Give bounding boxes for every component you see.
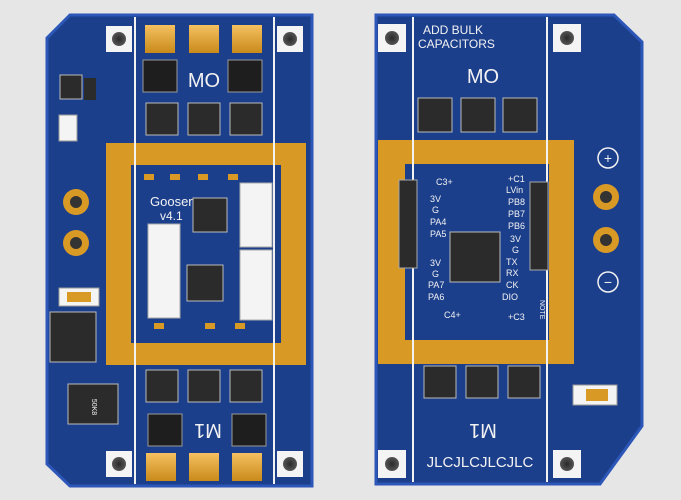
minus-icon: − [597, 271, 619, 293]
plus-symbol: + [604, 150, 612, 166]
pin-label: C3+ [436, 177, 453, 187]
mounting-hole-icon [553, 24, 581, 52]
mounting-hole-icon [378, 24, 406, 52]
pin-label: PB7 [508, 209, 525, 219]
pin-label: DIO [502, 292, 518, 302]
regulator-chip [59, 74, 83, 100]
mosfet-row-bottom [145, 369, 263, 403]
mcu-chip [449, 231, 501, 283]
pin-label: PA6 [428, 292, 444, 302]
pin-label: C4+ [444, 310, 461, 320]
pin-label: TX [506, 257, 518, 267]
board-title: Gooser [150, 194, 193, 209]
pin-label: PA7 [428, 280, 444, 290]
right-motor-bottom-label: M1 [469, 419, 497, 441]
mosfet-chip [147, 413, 183, 447]
mcu-left-pin-labels: C3+ 3V G PA4 PA5 3V G PA7 PA6 C4+ [428, 177, 461, 320]
power-pad-icon [63, 189, 89, 215]
passive-components [144, 174, 245, 329]
mounting-hole-icon [553, 450, 581, 478]
power-pad-icon [593, 184, 619, 210]
pin-label: +C3 [508, 312, 525, 322]
power-pad-icon [593, 227, 619, 253]
pin-label: 3V [510, 234, 521, 244]
mosfet-row-bottom-right [423, 365, 541, 399]
pin-label: PA4 [430, 217, 446, 227]
gate-driver-chip [192, 197, 228, 233]
header-left [398, 179, 418, 269]
mosfet-chip [142, 59, 178, 93]
pin-label: G [432, 205, 439, 215]
soic-chip [67, 383, 119, 425]
mounting-hole-icon [277, 451, 303, 477]
jst-connector [239, 249, 273, 321]
inductor [49, 311, 97, 363]
board-version: v4.1 [160, 209, 183, 223]
pin-label: PB8 [508, 197, 525, 207]
plus-icon: + [597, 147, 619, 169]
mounting-hole-icon [378, 450, 406, 478]
mounting-hole-icon [277, 26, 303, 52]
pin-label: G [512, 245, 519, 255]
inductor-marking: 50K8 [90, 399, 97, 415]
pin-label: G [432, 269, 439, 279]
jlc-footer: JLCJLCJLCJLC [427, 454, 534, 471]
left-pcb-board: MO Gooser v4.1 [45, 13, 314, 488]
bottom-motor-pads [146, 453, 262, 481]
mounting-hole-icon [106, 451, 132, 477]
side-note-label: NOTE [538, 300, 545, 320]
mcu-right-pin-labels: +C1 LVin PB8 PB7 PB6 3V G TX RX CK DIO +… [502, 174, 525, 322]
pin-label: 3V [430, 194, 441, 204]
pin-label: PA5 [430, 229, 446, 239]
pin-label: LVin [506, 185, 523, 195]
right-motor-top-label: MO [467, 66, 499, 88]
pin-label: +C1 [508, 174, 525, 184]
small-chip [84, 78, 96, 100]
mosfet-chip [227, 59, 263, 93]
pin-label: 3V [430, 258, 441, 268]
pin-label: PB6 [508, 221, 525, 231]
top-motor-pads [145, 25, 262, 53]
mosfet-row-top-right [417, 97, 538, 133]
gate-driver-chip [186, 264, 224, 302]
power-pad-icon [63, 230, 89, 256]
pin-label: RX [506, 268, 519, 278]
pin-label: CK [506, 280, 519, 290]
bulk-cap-note-line2: CAPACITORS [418, 37, 495, 51]
left-motor-bottom-label: M1 [194, 419, 222, 441]
left-motor-top-label: MO [188, 70, 220, 92]
mosfet-row-top [145, 102, 263, 136]
bulk-cap-note-line1: ADD BULK [423, 23, 483, 37]
white-component [58, 114, 78, 142]
header-right [529, 181, 549, 271]
right-pcb-board: ADD BULK CAPACITORS MO C3+ 3V G PA4 PA5 … [374, 13, 644, 486]
minus-symbol: − [604, 274, 612, 290]
mounting-hole-icon [106, 26, 132, 52]
jst-connector [239, 182, 273, 248]
jst-connector [147, 223, 181, 319]
mosfet-chip [231, 413, 267, 447]
